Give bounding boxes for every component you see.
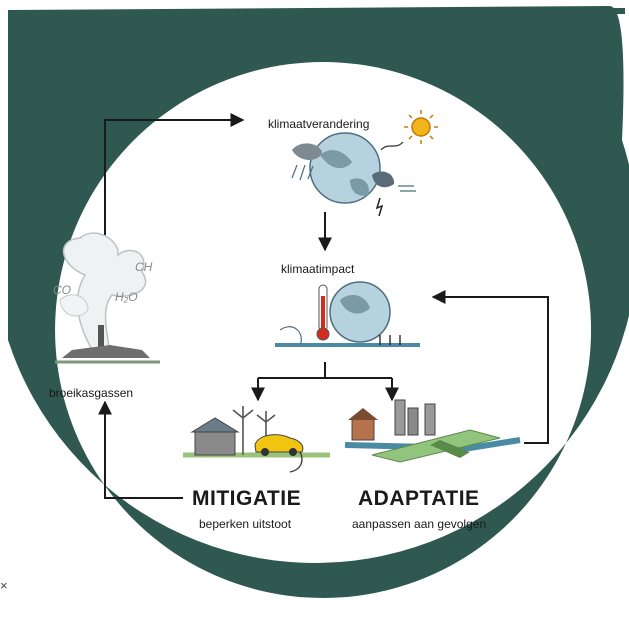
gas-label-h2o: H₂O bbox=[115, 290, 138, 304]
adaptation-illustration-icon bbox=[344, 399, 521, 463]
greenhouse-smoke-icon bbox=[55, 232, 160, 364]
arrow-gases-to-change bbox=[104, 113, 245, 235]
climate-globe-icon bbox=[291, 132, 416, 217]
flow-arrows bbox=[98, 113, 549, 499]
arrow-adaptation-to-impact bbox=[431, 290, 549, 444]
mitigation-subtitle: beperken uitstoot bbox=[199, 517, 292, 531]
label-greenhouse-gases: broeikasgassen bbox=[49, 386, 134, 400]
arrow-mitigation-to-gases bbox=[98, 400, 183, 499]
arrow-impact-split bbox=[258, 362, 392, 379]
close-icon[interactable]: × bbox=[0, 578, 8, 593]
sun-icon bbox=[380, 110, 438, 151]
gas-label-co2: CO bbox=[53, 283, 71, 297]
climate-impact-icon bbox=[275, 281, 420, 347]
ring-frame bbox=[8, 6, 629, 598]
label-climate-change: klimaatverandering bbox=[268, 117, 370, 131]
label-climate-impact: klimaatimpact bbox=[281, 262, 355, 276]
gas-label-ch4: CH bbox=[135, 260, 153, 274]
adaptation-subtitle: aanpassen aan gevolgen bbox=[352, 517, 487, 531]
mitigation-title: MITIGATIE bbox=[192, 487, 302, 510]
adaptation-title: ADAPTATIE bbox=[358, 487, 480, 510]
mitigation-illustration-icon bbox=[183, 406, 330, 473]
